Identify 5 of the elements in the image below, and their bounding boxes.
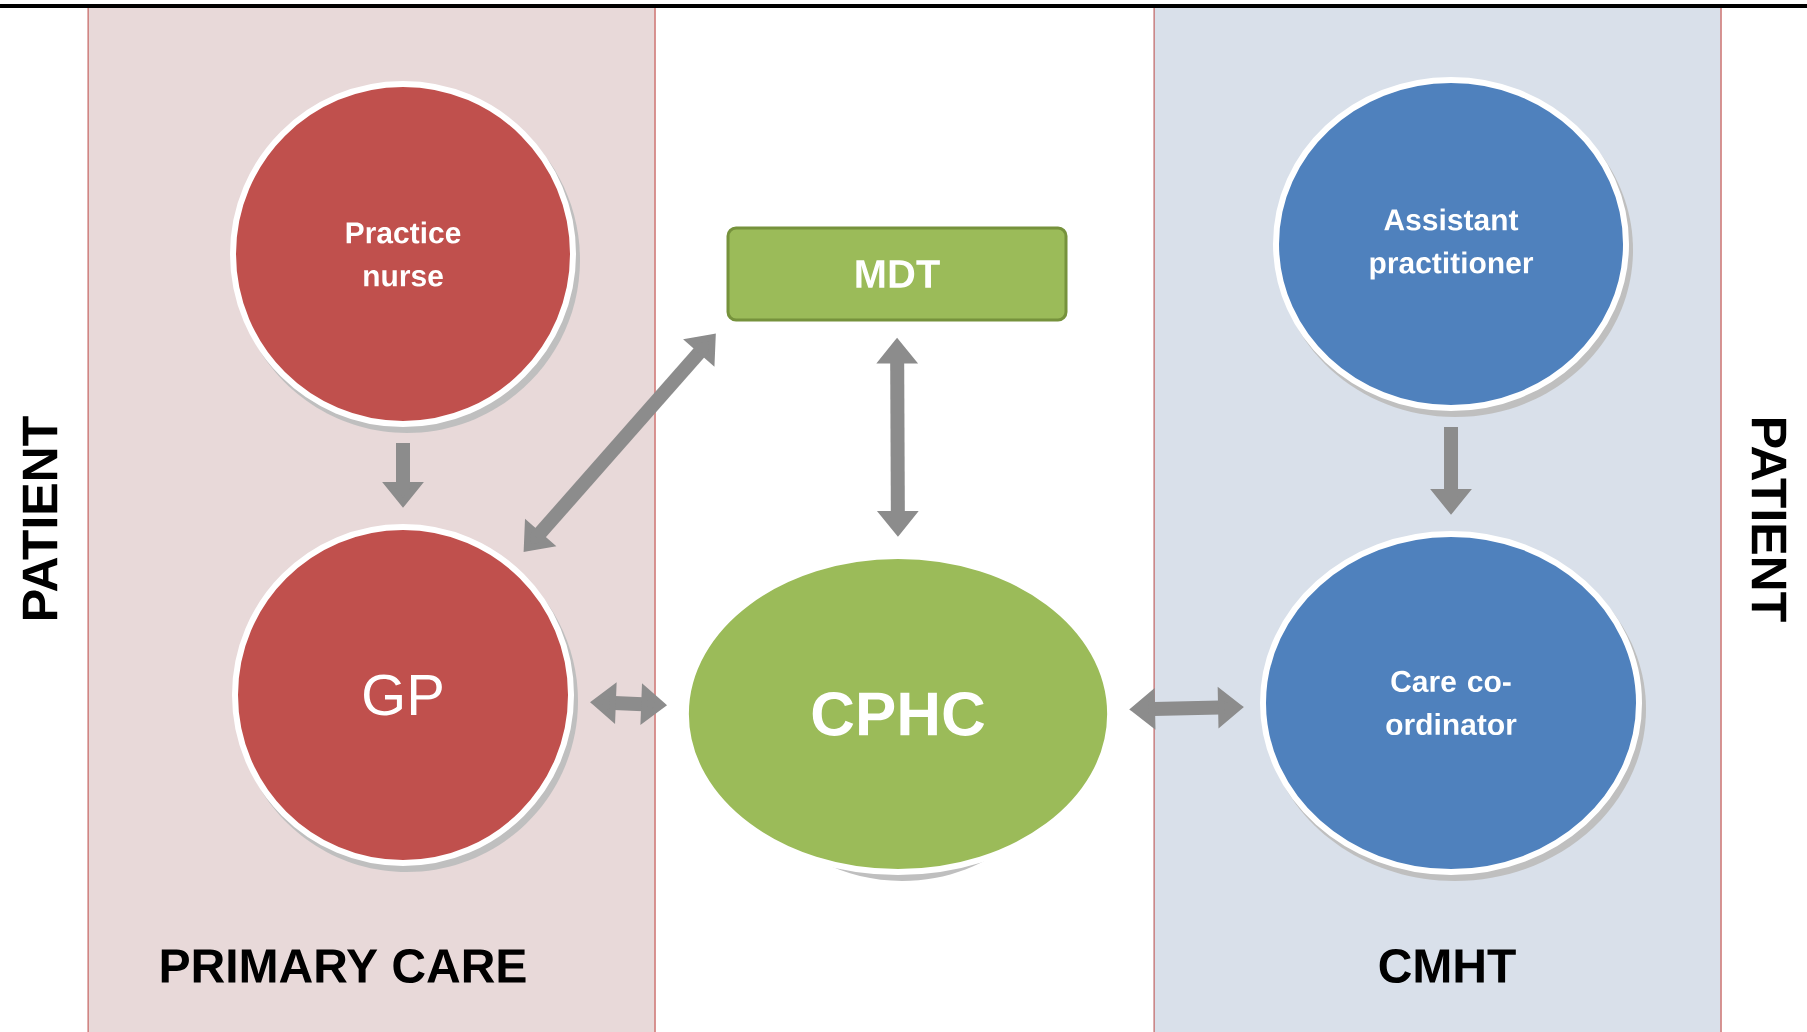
rectangle-box: MDT bbox=[726, 226, 1068, 322]
side-label: PATIENT bbox=[1751, 419, 1787, 622]
band-heading: PRIMARY CARE bbox=[161, 949, 526, 983]
band-heading: CMHT bbox=[1379, 949, 1516, 983]
side-label: PATIENT bbox=[22, 416, 58, 619]
